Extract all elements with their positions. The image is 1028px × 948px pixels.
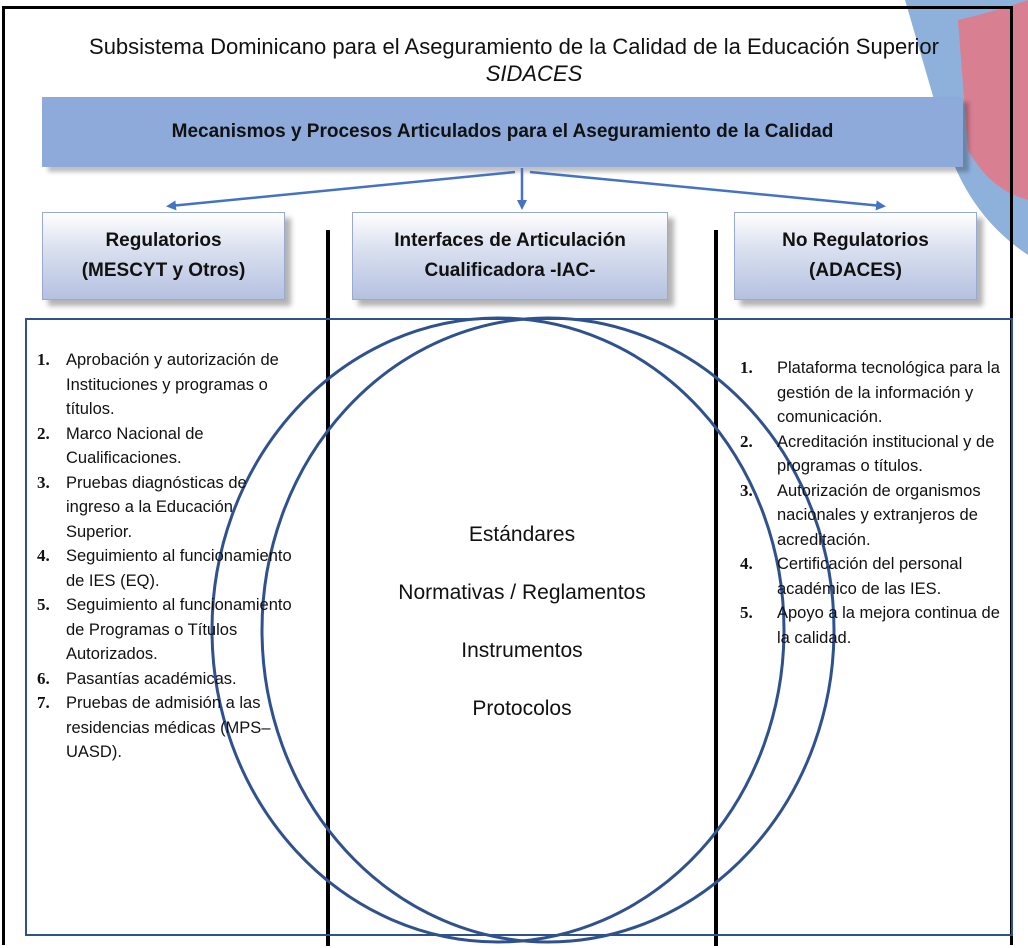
regulatorios-box: Regulatorios (MESCYT y Otros) — [42, 212, 285, 300]
connector-arrows — [166, 168, 886, 211]
list-item: 1.Aprobación y autorización de Instituci… — [37, 350, 279, 418]
list-item: 5.Seguimiento al funcionamiento de Progr… — [37, 595, 292, 663]
list-item: 7.Pruebas de admisión a las residencias … — [37, 693, 271, 761]
no-regulatorios-box: No Regulatorios (ADACES) — [734, 212, 977, 300]
interfaces-box: Interfaces de Articulación Cualificadora… — [352, 212, 668, 300]
term-normativas: Normativas / Reglamentos — [398, 581, 646, 604]
arrow-to-no-regulatorios — [529, 170, 886, 211]
list-item: 5.Apoyo a la mejora continua de la calid… — [740, 603, 1000, 647]
list-item: 6.Pasantías académicas. — [37, 668, 237, 688]
list-item: 2.Marco Nacional de Cualificaciones. — [37, 423, 204, 468]
regulatorios-title: Regulatorios — [105, 230, 222, 251]
mechanisms-banner: Mecanismos y Procesos Articulados para e… — [42, 97, 963, 167]
diagram-title: Subsistema Dominicano para el Aseguramie… — [89, 34, 939, 59]
term-estandares: Estándares — [468, 523, 576, 546]
interfaces-title: Interfaces de Articulación — [394, 230, 626, 251]
arrow-to-regulatorios — [166, 170, 516, 211]
no-regulatorios-list: 1.Plataforma tecnológica para la gestión… — [740, 356, 1005, 650]
regulatorios-subtitle: (MESCYT y Otros) — [81, 260, 246, 281]
term-protocolos: Protocolos — [472, 697, 572, 720]
diagram-subtitle: SIDACES — [485, 61, 583, 86]
regulatorios-list: 1.Aprobación y autorización de Instituci… — [37, 348, 297, 765]
term-instrumentos: Instrumentos — [461, 639, 583, 662]
list-item: 2.Acreditación institucional y de progra… — [740, 431, 995, 476]
no-regulatorios-title: No Regulatorios — [782, 230, 929, 251]
no-regulatorios-subtitle: (ADACES) — [809, 260, 902, 281]
interfaces-subtitle: Cualificadora -IAC- — [424, 260, 596, 281]
list-item: 3.Pruebas diagnósticas de ingreso a la E… — [37, 472, 247, 541]
list-item: 4.Certificación del personal académico d… — [740, 554, 963, 598]
list-item: 3.Autorización de organismos nacionales … — [740, 480, 981, 549]
list-item: 1.Plataforma tecnológica para la gestión… — [740, 358, 1000, 426]
list-item: 4.Seguimiento al funcionamiento de IES (… — [37, 546, 292, 590]
